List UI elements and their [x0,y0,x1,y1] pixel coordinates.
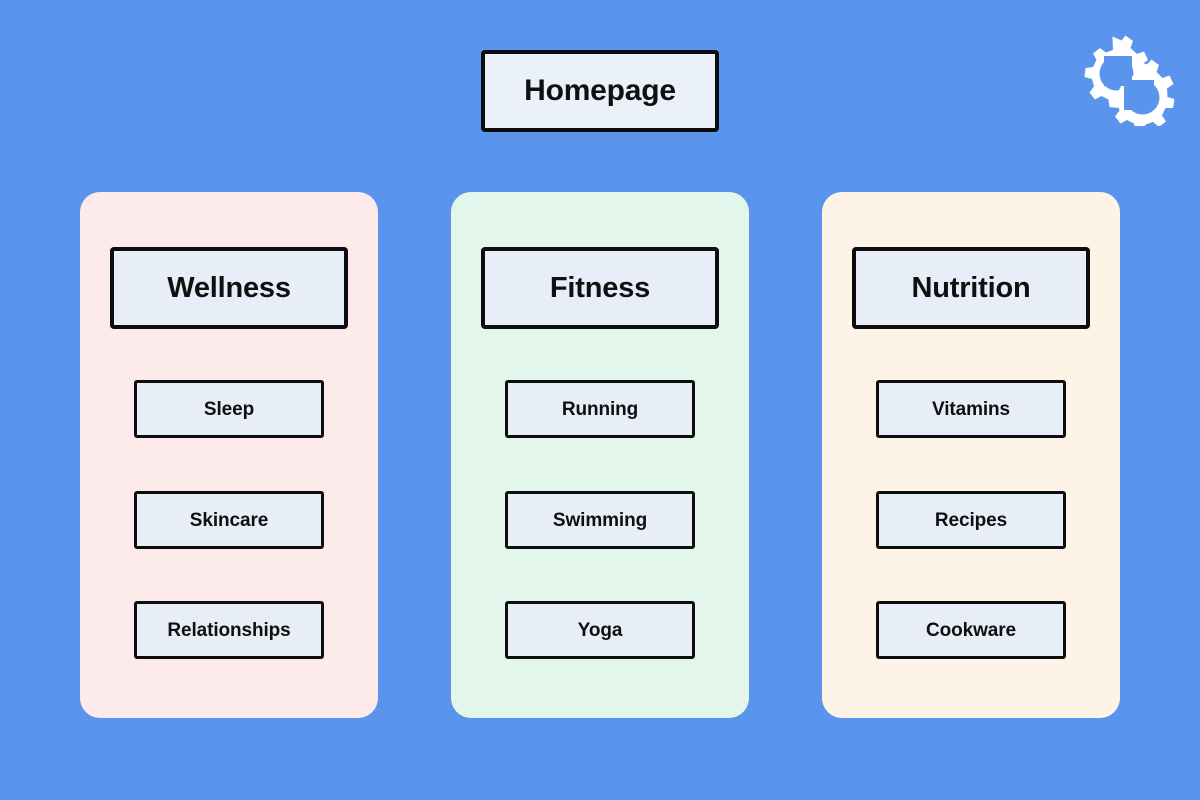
category-item-label: Skincare [189,509,269,531]
category-item-label: Swimming [552,509,648,531]
category-header-label: Nutrition [911,271,1031,304]
category-item-label: Yoga [577,619,623,641]
two-gears-icon [1068,28,1178,132]
category-header-fitness[interactable]: Fitness [481,247,719,329]
root-node-homepage[interactable]: Homepage [481,50,719,132]
category-item-running[interactable]: Running [505,380,695,438]
category-item-skincare[interactable]: Skincare [134,491,324,549]
root-node-label: Homepage [524,74,676,107]
category-item-cookware[interactable]: Cookware [876,601,1066,659]
category-header-wellness[interactable]: Wellness [110,247,348,329]
category-item-label: Recipes [934,509,1008,531]
category-item-swimming[interactable]: Swimming [505,491,695,549]
category-item-vitamins[interactable]: Vitamins [876,380,1066,438]
category-item-label: Sleep [203,398,255,420]
category-item-label: Vitamins [931,398,1011,420]
category-item-recipes[interactable]: Recipes [876,491,1066,549]
category-item-label: Cookware [925,619,1016,641]
category-item-sleep[interactable]: Sleep [134,380,324,438]
category-header-label: Fitness [549,271,651,304]
category-panel-nutrition: Nutrition Vitamins Recipes Cookware [822,192,1120,718]
category-header-label: Wellness [167,271,291,304]
category-item-label: Relationships [167,619,291,641]
category-item-label: Running [561,398,639,420]
category-panel-fitness: Fitness Running Swimming Yoga [451,192,749,718]
category-item-relationships[interactable]: Relationships [134,601,324,659]
category-item-yoga[interactable]: Yoga [505,601,695,659]
category-header-nutrition[interactable]: Nutrition [852,247,1090,329]
category-panel-wellness: Wellness Sleep Skincare Relationships [80,192,378,718]
